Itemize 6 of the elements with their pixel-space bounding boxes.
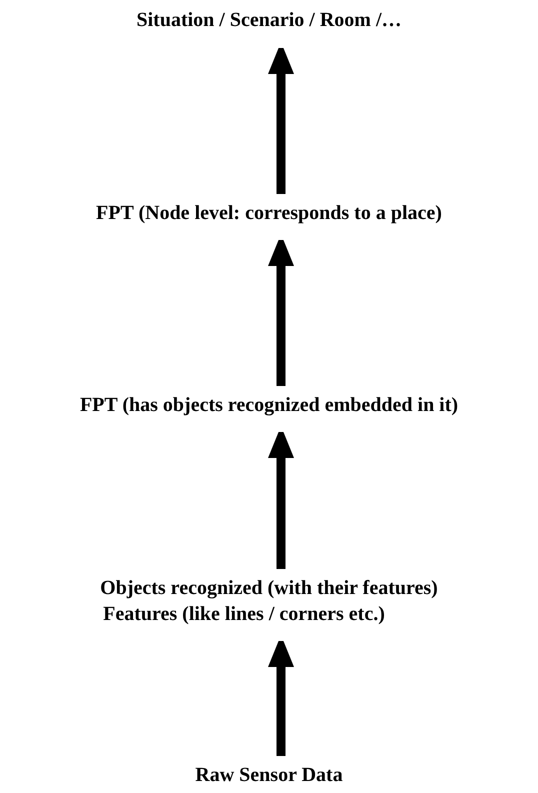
label-text: Situation / Scenario / Room /… xyxy=(136,8,402,33)
label-text: FPT (has objects recognized embedded in it) xyxy=(80,393,458,418)
label-text: FPT (Node level: corresponds to a place) xyxy=(96,201,442,226)
label-text: Features (like lines / corners etc.) xyxy=(103,602,385,627)
label-text: Raw Sensor Data xyxy=(195,763,343,788)
label-text: Objects recognized (with their features) xyxy=(100,576,438,601)
